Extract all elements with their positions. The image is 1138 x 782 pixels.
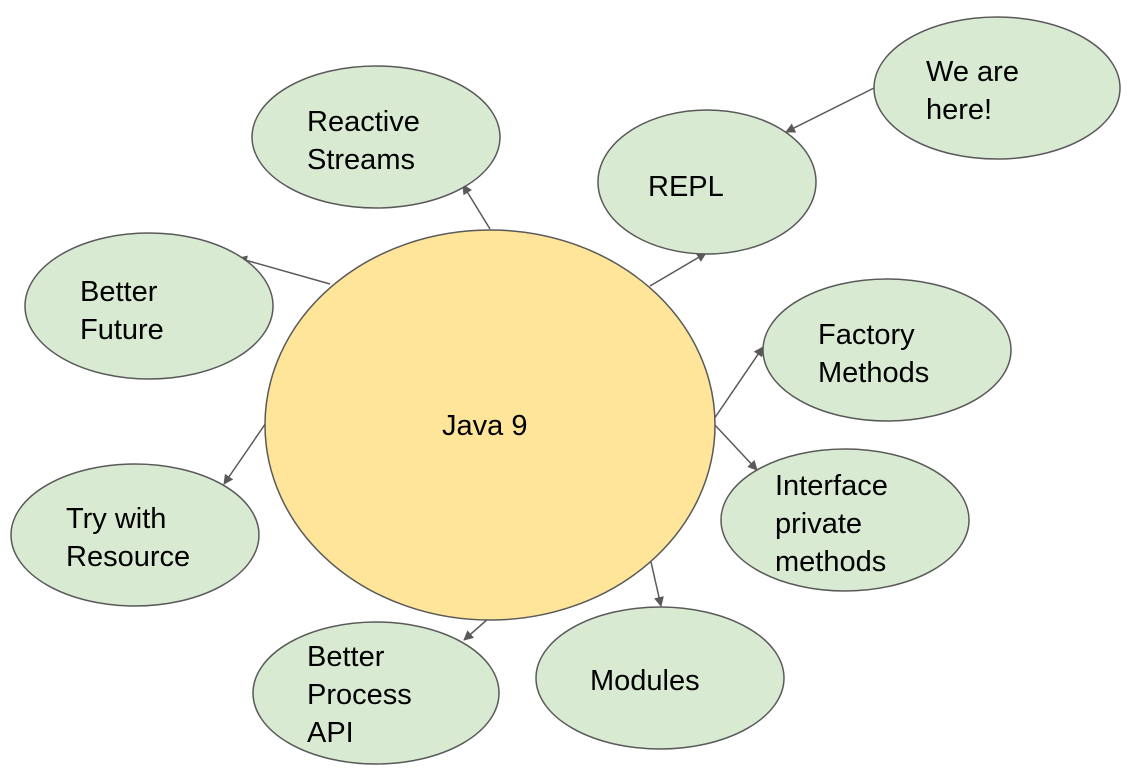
edge-java9-to-reactive-streams [462,184,491,230]
node-label-we-are-here: We are here! [926,56,1019,126]
node-shape-factory-methods [762,278,1012,422]
edge-java9-to-modules [650,561,664,607]
node-label-line: We are [926,56,1019,88]
edges [223,87,875,641]
node-label-line: Interface [775,470,888,502]
node-label-modules: Modules [590,665,700,697]
node-shape-reactive-streams [251,65,501,209]
node-label-line: here! [926,94,992,126]
node-label-line: Try with [66,503,166,535]
edge-we-are-here-to-repl [785,87,875,133]
node-label-line: API [307,717,354,749]
node-label-line: private [775,508,862,540]
node-label-line: Modules [590,665,700,697]
edge-java9-to-better-future [237,255,331,285]
node-shape-better-process-api [252,621,500,765]
edge-java9-to-try-with-resource [223,419,269,485]
node-interface-private-methods: Interface private methods [720,448,970,592]
node-label-line: Resource [66,541,190,573]
node-label-java9: Java 9 [442,410,527,442]
node-label-line: Future [80,314,164,346]
node-label-line: Factory [818,319,915,351]
node-we-are-here: We are here! [873,16,1121,160]
node-label-interface-private-methods: Interface private methods [775,470,888,578]
node-label-line: Reactive [307,106,420,138]
node-java9: Java 9 [264,229,716,621]
node-label-line: methods [775,546,886,578]
edge-java9-to-better-process-api [463,617,490,641]
edge-java9-to-factory-methods [713,346,764,420]
node-shape-interface-private-methods [720,448,970,592]
edge-java9-to-repl [649,252,707,287]
node-label-line: Streams [307,144,415,176]
node-label-line: Process [307,679,412,711]
node-shape-better-future [24,232,274,380]
node-repl: REPL [597,109,817,255]
node-shape-java9 [264,229,716,621]
edge-java9-to-interface-private-methods [713,423,758,471]
node-label-line: Methods [818,357,929,389]
node-label-line: Better [80,276,158,308]
node-label-line: Java 9 [442,410,527,442]
node-label-repl: REPL [648,171,724,203]
node-shape-modules [535,606,785,750]
node-shape-repl [597,109,817,255]
node-shape-try-with-resource [10,463,260,607]
node-shape-we-are-here [873,16,1121,160]
node-modules: Modules [535,606,785,750]
node-label-line: REPL [648,171,724,203]
node-label-line: Better [307,641,385,673]
